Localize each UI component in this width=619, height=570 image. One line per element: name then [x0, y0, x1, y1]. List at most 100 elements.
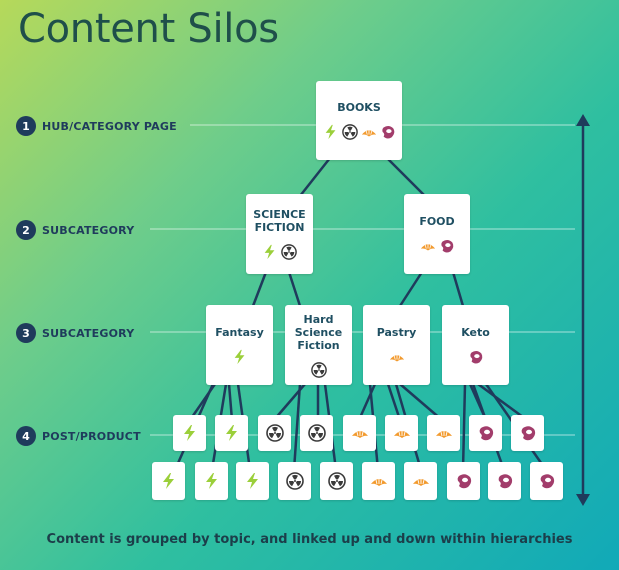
- post-product-box: [195, 462, 228, 500]
- footer-caption: Content is grouped by topic, and linked …: [46, 532, 573, 547]
- croissant-icon: [412, 478, 429, 486]
- node-icons: [468, 349, 484, 365]
- steak-icon: [479, 426, 493, 441]
- steak-icon: [381, 125, 394, 139]
- steak-icon: [440, 239, 453, 252]
- lightning-icon: [264, 244, 275, 260]
- lightning-icon: [246, 473, 258, 489]
- post-product-box: [427, 415, 460, 451]
- arrow-up-head: [576, 114, 590, 126]
- level-label-text: HUB/CATEGORY PAGE: [42, 119, 177, 133]
- post-product-box: [447, 462, 480, 500]
- tree-connector: [299, 157, 331, 197]
- lightning-icon: [183, 425, 195, 441]
- level-label-3: 3 SUBCATEGORY: [16, 322, 134, 344]
- tree-connector: [292, 383, 302, 471]
- node-icons: [262, 244, 297, 260]
- level-label-text: SUBCATEGORY: [42, 223, 135, 237]
- radiation-icon: [341, 124, 358, 140]
- lightning-icon: [225, 425, 237, 441]
- node-label: BOOKS: [337, 101, 381, 114]
- level-number-badge: 1: [16, 116, 36, 136]
- node-books: BOOKS: [316, 81, 402, 160]
- croissant-icon: [420, 242, 435, 250]
- steak-icon: [521, 426, 535, 441]
- post-product-box: [385, 415, 418, 451]
- croissant-icon: [393, 430, 410, 438]
- post-product-box: [278, 462, 311, 500]
- post-product-box: [258, 415, 291, 451]
- level-number-badge: 3: [16, 323, 36, 343]
- croissant-icon: [389, 353, 404, 361]
- level-label-2: 2 SUBCATEGORY: [16, 219, 134, 241]
- node-label: FOOD: [419, 214, 455, 228]
- post-product-box: [152, 462, 185, 500]
- tree-connector: [251, 271, 268, 307]
- post-product-box: [215, 415, 248, 451]
- post-product-box: [343, 415, 376, 451]
- post-product-box: [488, 462, 521, 500]
- node-label: Hard Science Fiction: [294, 312, 343, 352]
- croissant-icon: [370, 478, 387, 486]
- level-label-4: 4 POST/PRODUCT: [16, 425, 141, 447]
- post-product-box: [530, 462, 563, 500]
- tree-connector: [461, 383, 467, 471]
- croissant-icon: [435, 430, 452, 438]
- node-icons: [389, 349, 405, 365]
- post-product-box: [236, 462, 269, 500]
- radiation-icon: [310, 361, 327, 378]
- page-title: Content Silos: [18, 6, 279, 52]
- node-science-fiction: SCIENCE FICTION: [246, 194, 313, 274]
- lightning-icon: [205, 473, 217, 489]
- node-label: Pastry: [376, 325, 417, 339]
- lightning-icon: [162, 473, 174, 489]
- tree-connector: [398, 271, 424, 307]
- post-product-box: [362, 462, 395, 500]
- level-label-text: SUBCATEGORY: [42, 326, 135, 340]
- node-food: FOOD: [404, 194, 470, 274]
- post-product-box: [404, 462, 437, 500]
- post-product-box: [320, 462, 353, 500]
- croissant-icon: [351, 430, 368, 438]
- tree-connector: [477, 382, 528, 422]
- node-label: Fantasy: [215, 325, 264, 339]
- radiation-icon: [307, 424, 326, 442]
- tree-connector: [451, 271, 465, 307]
- node-fantasy: Fantasy: [206, 305, 273, 385]
- level-number-badge: 4: [16, 426, 36, 446]
- radiation-icon: [281, 244, 297, 260]
- node-label: Keto: [461, 325, 490, 339]
- post-product-box: [300, 415, 333, 451]
- post-product-box: [511, 415, 544, 451]
- lightning-icon: [234, 349, 244, 364]
- steak-icon: [540, 474, 554, 489]
- tree-connector: [399, 383, 443, 421]
- post-product-box: [173, 415, 206, 451]
- steak-icon: [457, 474, 471, 489]
- node-keto: Keto: [442, 305, 509, 385]
- tree-connector: [386, 383, 402, 421]
- tree-connector: [386, 157, 426, 197]
- node-icons: [310, 361, 327, 378]
- croissant-icon: [361, 129, 376, 137]
- node-pastry: Pastry: [363, 305, 430, 385]
- steak-icon: [498, 474, 512, 489]
- steak-icon: [469, 350, 482, 363]
- node-hard-scifi: Hard Science Fiction: [285, 305, 352, 385]
- radiation-icon: [327, 472, 346, 490]
- radiation-icon: [265, 424, 284, 442]
- radiation-icon: [285, 472, 304, 490]
- tree-connector: [227, 383, 234, 421]
- level-label-text: POST/PRODUCT: [42, 429, 141, 443]
- post-product-box: [469, 415, 502, 451]
- node-icons: [232, 349, 248, 365]
- tree-connector: [357, 383, 377, 421]
- arrow-down-head: [576, 494, 590, 506]
- level-number-badge: 2: [16, 220, 36, 240]
- node-label: SCIENCE FICTION: [253, 208, 306, 234]
- lightning-icon: [325, 124, 335, 140]
- node-icons: [420, 238, 455, 254]
- node-icons: [323, 124, 396, 140]
- level-label-1: 1 HUB/CATEGORY PAGE: [16, 115, 177, 137]
